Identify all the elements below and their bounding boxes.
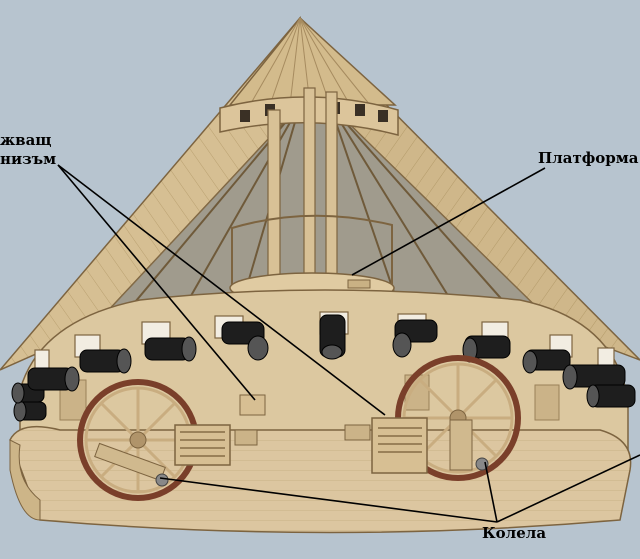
lower-wall (19, 289, 629, 471)
cannon (221, 321, 269, 361)
cannons (11, 314, 636, 422)
cannon (27, 366, 80, 392)
drive-mechanism-left (174, 394, 266, 466)
cannon (586, 384, 636, 408)
label-mechanism-line1: жващ (0, 131, 52, 149)
cannon (13, 400, 47, 422)
label-wheels: Колела (482, 524, 547, 542)
cannon (79, 348, 132, 374)
cannon (144, 336, 197, 362)
cannon (522, 349, 571, 374)
leader-lines (57, 164, 640, 523)
floor (9, 425, 632, 534)
cannon (319, 314, 346, 360)
label-mechanism-line2: низъм (0, 150, 57, 168)
drive-mechanism-right (344, 417, 428, 474)
cannon (392, 319, 438, 358)
label-platform: Платформа (538, 149, 639, 167)
cannon (11, 382, 45, 404)
cannon (562, 364, 626, 390)
